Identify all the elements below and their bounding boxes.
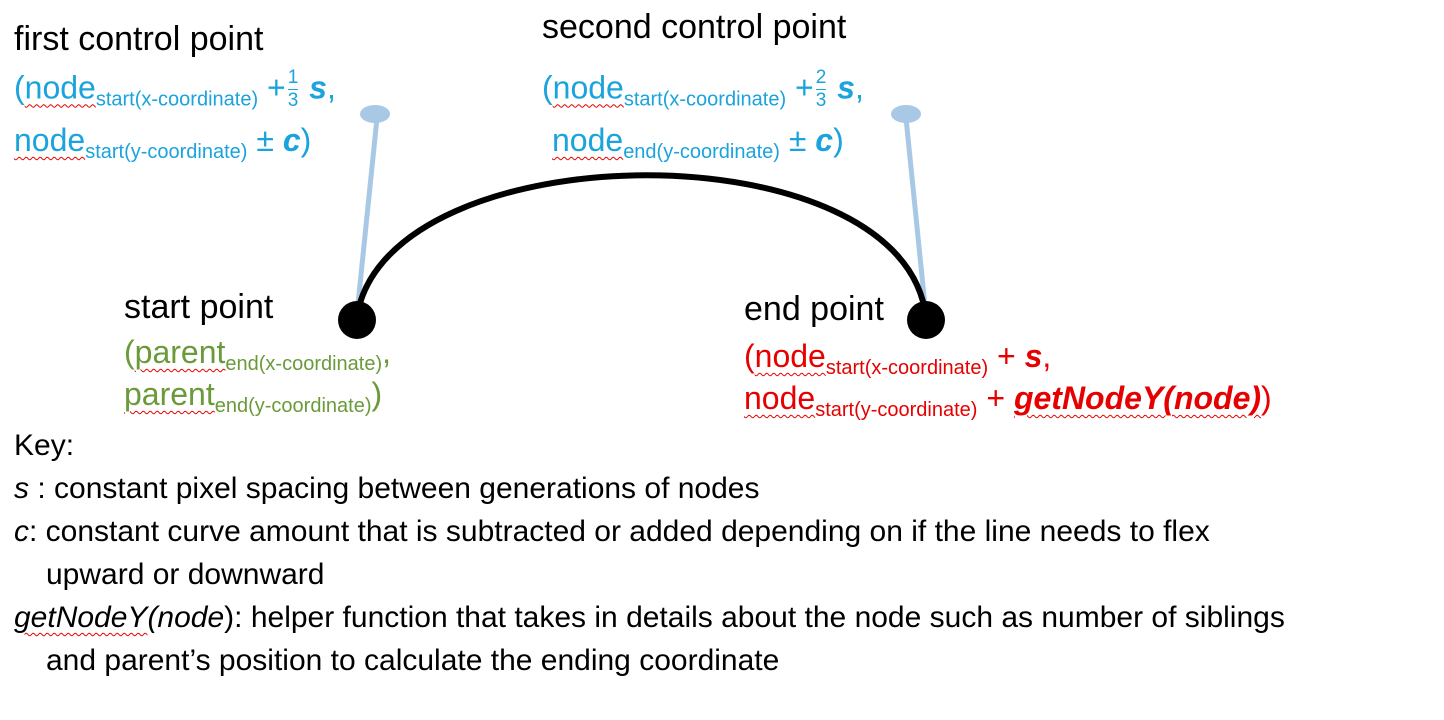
end-point-dot xyxy=(907,301,945,339)
plus-minus-sign: ± xyxy=(247,122,283,158)
close-paren: ) xyxy=(833,122,844,158)
key-item-c: c: constant curve amount that is subtrac… xyxy=(14,510,1285,553)
node-word: node xyxy=(754,338,826,374)
start-point-x-formula: (parentend(x-coordinate), xyxy=(124,336,391,374)
subscript: end(y-coordinate) xyxy=(623,141,780,163)
key-item-c-continued: upward or downward xyxy=(46,558,325,591)
subscript: start(y-coordinate) xyxy=(815,399,978,421)
subscript: end(y-coordinate) xyxy=(214,395,372,417)
end-point-y-formula: nodestart(y-coordinate) + getNodeY(node)… xyxy=(744,382,1272,420)
plus-sign: + xyxy=(786,69,814,106)
curve-variable: c xyxy=(815,122,834,158)
get-node-y-function: getNodeY(node) xyxy=(1013,380,1262,416)
comma: , xyxy=(854,69,864,106)
key-heading: Key: xyxy=(14,429,75,462)
key-desc-s: : constant pixel spacing between generat… xyxy=(29,472,760,505)
first-control-handle-line xyxy=(354,117,380,315)
end-point-label: end point xyxy=(744,290,884,328)
parent-word: parent xyxy=(134,334,226,370)
start-point-label: start point xyxy=(124,288,274,326)
second-control-point-marker xyxy=(891,105,921,123)
node-word: node xyxy=(552,122,624,158)
plus-sign: + xyxy=(258,69,286,106)
spacing-variable: s xyxy=(1024,338,1043,374)
open-paren: ( xyxy=(14,69,25,106)
first-control-point-y-formula: nodestart(y-coordinate) ± c) xyxy=(14,124,311,162)
key-item-getnodey-continued: and parent’s position to calculate the e… xyxy=(46,644,780,677)
bezier-curve xyxy=(354,172,929,319)
open-paren: ( xyxy=(542,69,553,106)
second-control-point-y-formula: nodeend(y-coordinate) ± c) xyxy=(552,124,844,162)
subscript: start(x-coordinate) xyxy=(623,88,787,111)
end-point-x-formula: (nodestart(x-coordinate) + s, xyxy=(744,340,1051,378)
key-section: Key: s : constant pixel spacing between … xyxy=(14,424,1285,682)
plus-sign: + xyxy=(988,338,1025,374)
curve-variable: c xyxy=(282,122,301,158)
comma: , xyxy=(326,69,336,106)
open-paren: ( xyxy=(744,338,755,374)
node-word: node xyxy=(14,122,86,158)
parent-word: parent xyxy=(124,376,215,412)
second-control-point-label: second control point xyxy=(542,8,847,46)
plus-sign: + xyxy=(977,380,1014,416)
key-desc-c: : constant curve amount that is subtract… xyxy=(29,515,1210,548)
subscript: end(x-coordinate) xyxy=(225,353,383,375)
open-paren: ( xyxy=(124,334,135,370)
close-paren: ) xyxy=(371,376,383,412)
second-control-handle-line xyxy=(903,117,929,317)
node-word: node xyxy=(744,380,816,416)
node-word: node xyxy=(24,69,96,106)
key-term-c: c xyxy=(14,515,29,548)
key-item-getnodey: getNodeY(node): helper function that tak… xyxy=(14,596,1285,639)
comma: , xyxy=(1042,338,1052,374)
plus-minus-sign: ± xyxy=(779,122,816,158)
fraction-denominator: 3 xyxy=(815,88,827,111)
key-term-s: s xyxy=(14,472,29,505)
comma: , xyxy=(382,334,392,370)
subscript: start(x-coordinate) xyxy=(95,88,259,111)
key-term-getnodey-arg: (node xyxy=(147,601,225,634)
fraction-numerator: 1 xyxy=(287,67,299,88)
start-point-y-formula: parentend(y-coordinate)) xyxy=(124,378,382,416)
key-item-s: s : constant pixel spacing between gener… xyxy=(14,467,1285,510)
key-term-getnodey: getNodeY xyxy=(14,601,148,634)
subscript: start(x-coordinate) xyxy=(825,357,989,379)
first-control-point-marker xyxy=(360,105,390,123)
fraction-denominator: 3 xyxy=(287,88,299,111)
spacing-variable: s xyxy=(828,69,855,106)
fraction-numerator: 2 xyxy=(815,67,827,88)
subscript: start(y-coordinate) xyxy=(85,141,248,163)
close-paren: ) xyxy=(1261,380,1272,416)
first-control-point-label: first control point xyxy=(14,20,264,58)
start-point-dot xyxy=(338,301,376,339)
node-word: node xyxy=(552,69,624,106)
key-desc-getnodey: ): helper function that takes in details… xyxy=(224,601,1285,634)
close-paren: ) xyxy=(300,122,312,158)
spacing-variable: s xyxy=(300,69,327,106)
